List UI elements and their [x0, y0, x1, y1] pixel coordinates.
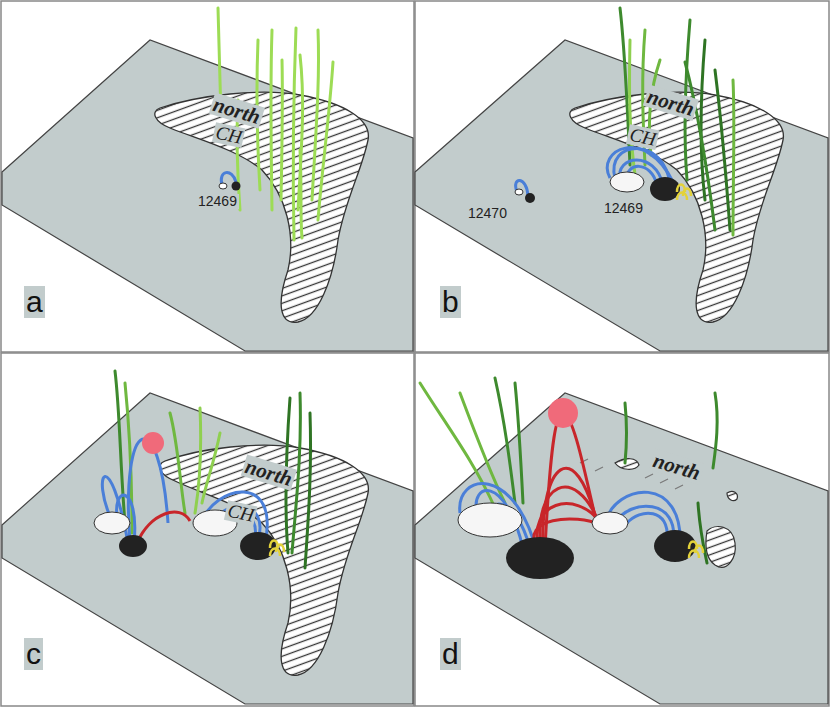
active-region-number: 12470 — [466, 206, 509, 221]
panel-letter: d — [440, 638, 461, 670]
panel-letter: a — [24, 286, 45, 318]
panel-letter: c — [24, 638, 43, 670]
panel-letter: b — [440, 286, 461, 318]
active-region-number: 12469 — [602, 201, 645, 216]
active-region-number: 12469 — [196, 194, 239, 209]
